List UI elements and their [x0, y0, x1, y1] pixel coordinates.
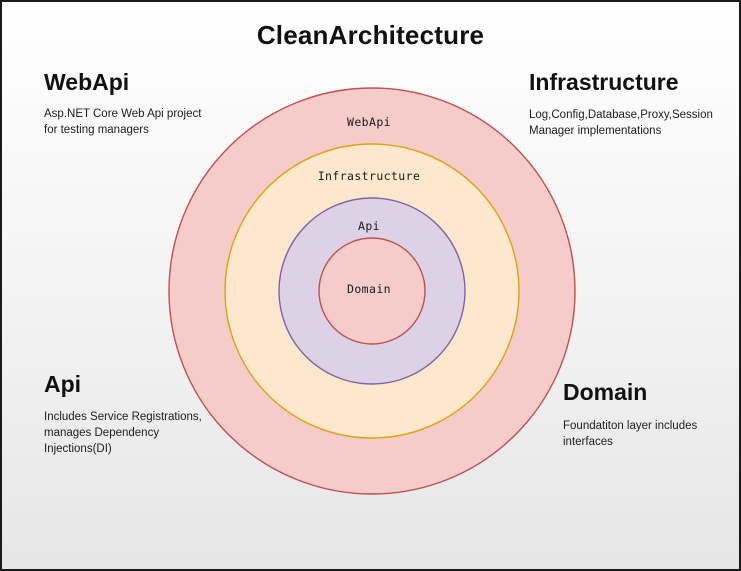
annotation-domain-body: Foundatiton layer includes interfaces	[563, 419, 697, 451]
annotation-infrastructure-body-line: Log,Config,Database,Proxy,Session	[529, 109, 713, 122]
page-title: CleanArchitecture	[256, 20, 485, 50]
annotation-domain-heading: Domain	[563, 379, 648, 405]
annotation-webapi: WebApi Asp.NET Core Web Api project for …	[44, 69, 201, 139]
annotation-infrastructure-heading: Infrastructure	[529, 69, 679, 95]
ring-label-webapi: WebApi	[347, 115, 391, 129]
annotation-api-body-line: Includes Service Registrations,	[44, 411, 202, 424]
annotation-api: Api Includes Service Registrations, mana…	[44, 371, 202, 458]
annotation-api-body: Includes Service Registrations, manages …	[44, 410, 202, 458]
annotation-domain-body-line: Foundatiton layer includes	[563, 420, 698, 433]
annotation-webapi-body-line: Asp.NET Core Web Api project	[44, 108, 202, 121]
ring-label-api: Api	[358, 219, 380, 233]
annotation-infrastructure: Infrastructure Log,Config,Database,Proxy…	[529, 69, 713, 140]
annotation-api-heading: Api	[44, 371, 82, 397]
ring-circle-domain	[318, 237, 426, 345]
annotation-webapi-body-line: for testing managers	[44, 124, 149, 137]
annotation-webapi-heading: WebApi	[44, 69, 130, 95]
annotation-infrastructure-body: Log,Config,Database,Proxy,Session Manage…	[529, 108, 713, 140]
ring-label-infrastructure: Infrastructure	[317, 169, 421, 183]
annotation-api-body-line: Injections(DI)	[44, 443, 112, 456]
ring-label-domain: Domain	[347, 282, 391, 296]
annotation-domain: Domain Foundatiton layer includes interf…	[563, 379, 697, 451]
annotation-infrastructure-body-line: Manager implementations	[529, 125, 662, 138]
annotation-api-body-line: manages Dependency	[44, 427, 160, 440]
annotation-webapi-body: Asp.NET Core Web Api project for testing…	[44, 107, 201, 139]
annotation-domain-body-line: interfaces	[563, 436, 613, 449]
